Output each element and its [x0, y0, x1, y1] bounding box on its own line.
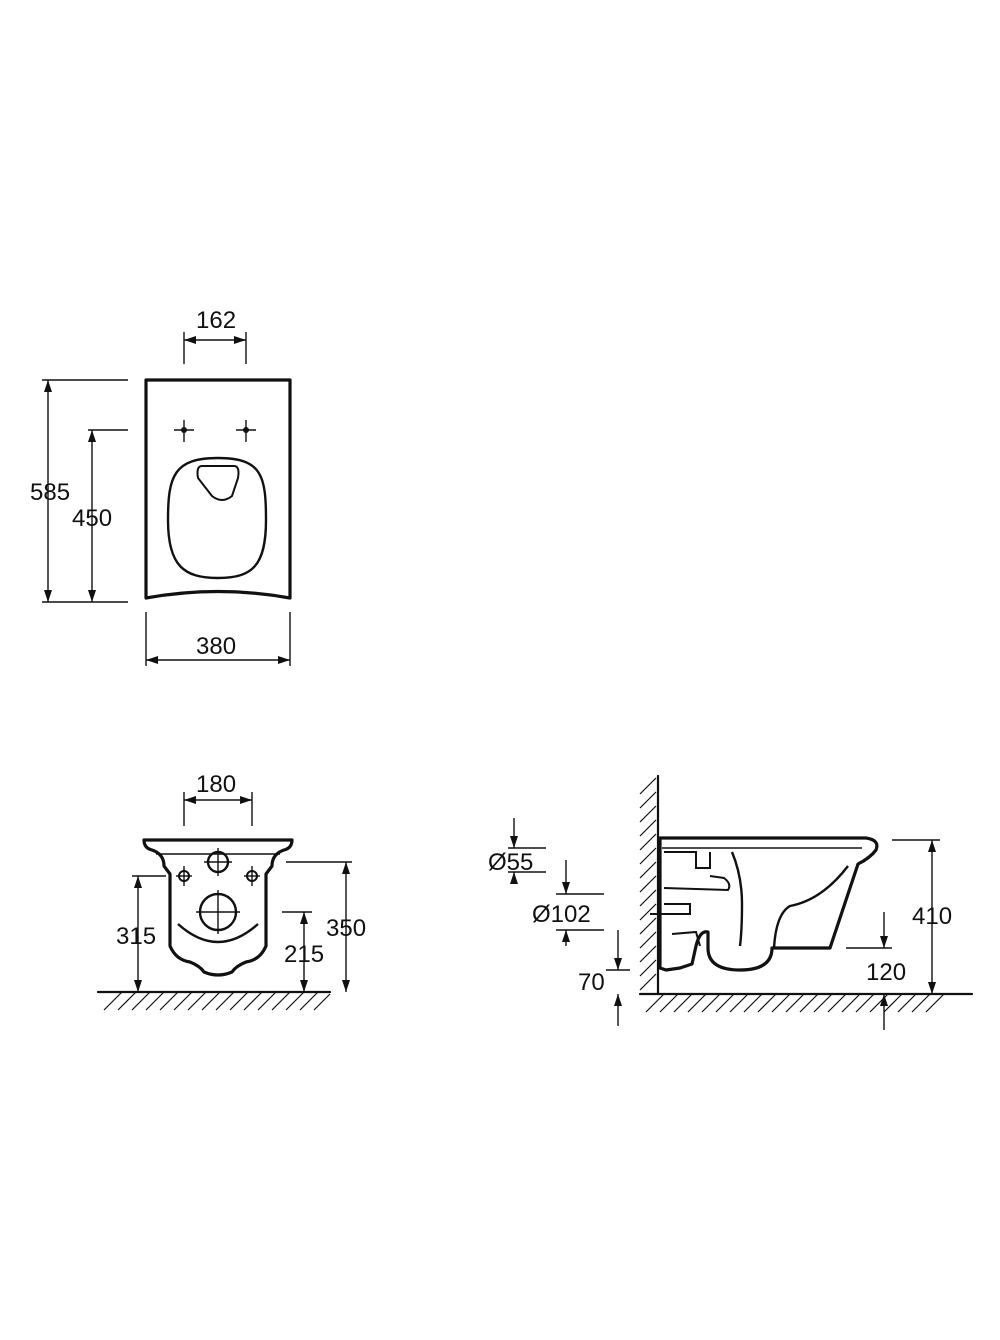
- dim-label-350: 350: [326, 915, 366, 942]
- dim-label-d55: Ø55: [488, 849, 533, 876]
- dim-label-120: 120: [866, 959, 906, 986]
- side-view-dim-d55: Ø55: [488, 818, 546, 884]
- dim-label-180: 180: [196, 771, 236, 798]
- top-view-bowl-opening: [166, 456, 268, 580]
- side-view-inlet-duct: [663, 851, 731, 892]
- dim-label-450: 450: [72, 505, 112, 532]
- top-view-fixing-hole-right: [236, 420, 256, 442]
- side-view-outline: [658, 836, 879, 972]
- front-view-floor-hatch: [103, 991, 331, 1011]
- top-view-dim-162: 162: [183, 307, 247, 364]
- front-view-dim-180: 180: [183, 771, 253, 826]
- side-view-trap-curve: [730, 851, 744, 947]
- side-view-wall-hatch: [639, 777, 657, 991]
- dim-label-585: 585: [30, 479, 70, 506]
- side-view-bowl-curve: [772, 865, 849, 949]
- dim-label-70: 70: [578, 969, 605, 996]
- front-view-fixing-hole-right: [244, 866, 260, 886]
- top-view-outline: [144, 378, 292, 600]
- front-view-outlet: [196, 890, 240, 934]
- dim-label-215: 215: [284, 941, 324, 968]
- top-view: 162 585 450 380: [30, 307, 292, 666]
- top-view-dim-380: 380: [145, 612, 291, 666]
- dim-label-380: 380: [196, 633, 236, 660]
- front-view-inlet: [204, 848, 232, 876]
- front-view-fixing-hole-left: [176, 866, 192, 886]
- side-view: Ø55 Ø102 70 410: [488, 774, 974, 1030]
- top-view-flush-opening: [196, 465, 240, 501]
- front-view-dim-215: 215: [282, 911, 324, 992]
- top-view-fixing-hole-left: [174, 420, 194, 442]
- front-view-dim-315: 315: [116, 875, 166, 992]
- dim-label-410: 410: [912, 903, 952, 930]
- front-view: 180 315 350 215: [96, 771, 366, 1011]
- dim-label-315: 315: [116, 923, 156, 950]
- side-view-dim-d102: Ø102: [532, 860, 604, 946]
- side-view-dim-120: 120: [846, 912, 906, 1030]
- front-view-dim-350: 350: [286, 861, 366, 992]
- dim-label-d102: Ø102: [532, 901, 591, 928]
- side-view-foot: [671, 930, 701, 947]
- side-view-outlet-duct: [650, 903, 691, 915]
- side-view-dim-410: 410: [892, 839, 952, 994]
- side-view-floor-hatch: [645, 993, 945, 1013]
- top-view-dim-450: 450: [72, 429, 128, 602]
- top-view-dim-585: 585: [30, 379, 128, 603]
- front-view-bowl-curve: [177, 923, 259, 944]
- dim-label-162: 162: [196, 307, 236, 334]
- side-view-dim-70: 70: [578, 930, 630, 1026]
